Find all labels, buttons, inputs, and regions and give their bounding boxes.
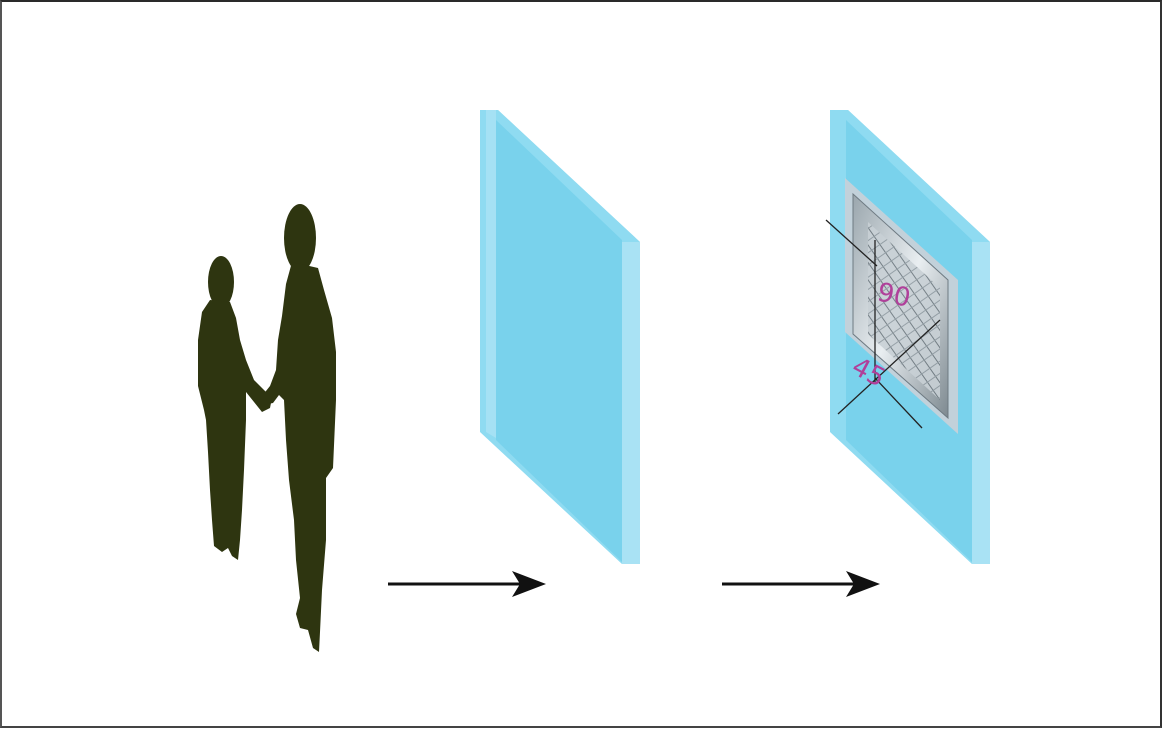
arrow-right-icon	[722, 571, 880, 597]
arrow-right-icon	[388, 571, 546, 597]
angle-90-label: 90	[875, 278, 914, 314]
glass-panel-with-image-icon: 90 45	[825, 110, 990, 564]
building-photo	[852, 192, 949, 420]
glass-panel-icon	[480, 110, 640, 564]
angle-guides	[825, 219, 941, 429]
people-silhouette-icon	[198, 204, 336, 652]
